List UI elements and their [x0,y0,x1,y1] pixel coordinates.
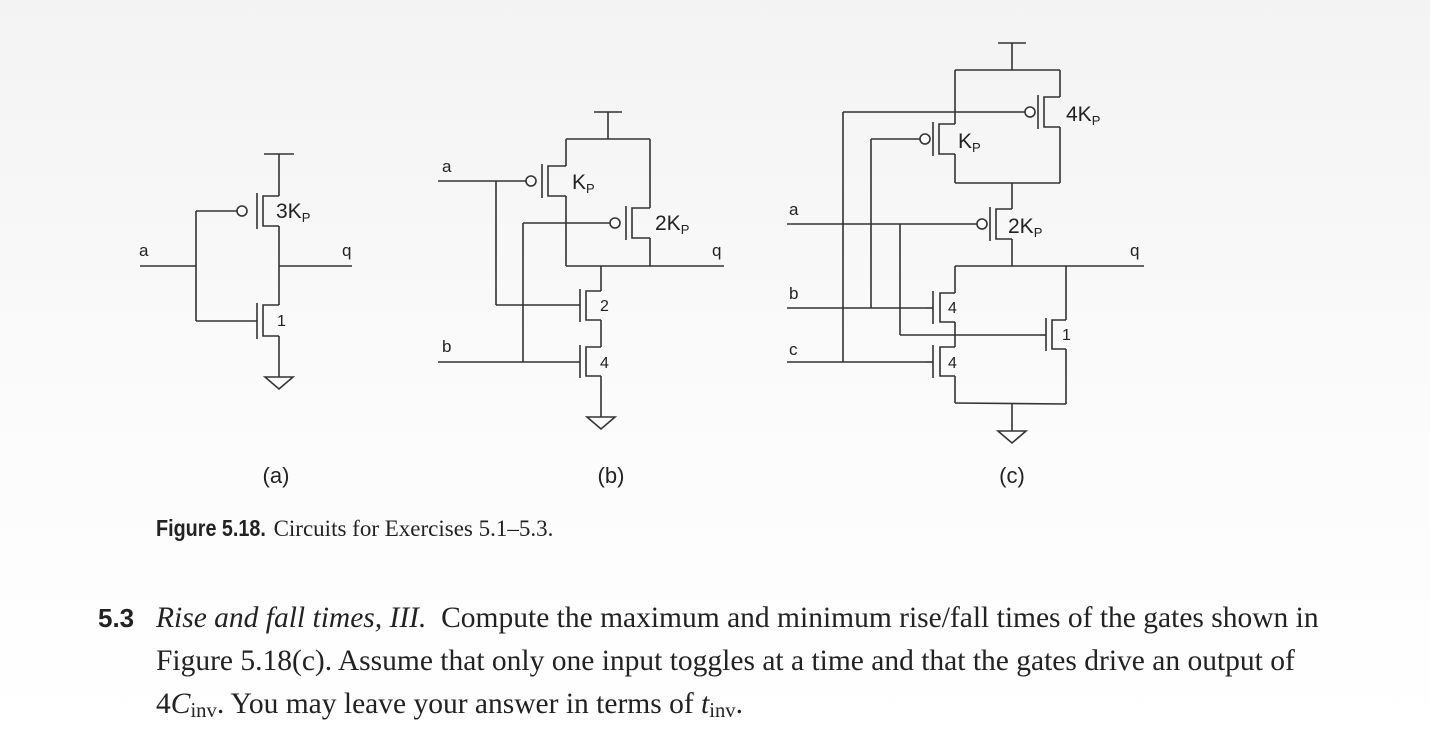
nmos-size-label: 1 [1062,327,1071,344]
figure-caption-text: Circuits for Exercises 5.1–5.3. [273,516,554,541]
panel-caption-b: (b) [598,463,625,488]
input-label-a: a [139,241,149,260]
panel-caption-c: (c) [999,463,1025,488]
exercise-5-3: 5.3 Rise and fall times, III. Compute th… [98,597,1328,726]
cap-subscript: inv [190,700,217,722]
exercise-title: Rise and fall times, III. [156,602,427,634]
circuit-c: 4KP KP 2KP q a b c [787,42,1144,445]
input-label-a: a [789,200,799,219]
pmos-size-label: 2KP [1008,215,1042,240]
pmos-size-label: 2KP [655,212,689,237]
exercise-text-3: . [735,688,743,720]
pmos-size-label: KP [958,130,981,155]
circuit-a: 3KP q a 1 [139,153,352,391]
input-label-b: b [789,284,798,303]
nmos-size-label: 4 [600,355,609,372]
nmos-size-label: 1 [277,313,286,330]
pmos-size-label: 3KP [276,200,310,225]
exercise-body: Rise and fall times, III. Compute the ma… [156,597,1328,726]
panel-caption-a: (a) [263,463,290,488]
exercise-number: 5.3 [98,603,135,633]
output-label: q [342,241,351,260]
figure-5-18-circuits: 3KP q a 1 KP 2KP [139,42,1144,488]
nmos-size-label: 4 [948,355,957,372]
input-label-b: b [442,337,451,356]
input-label-c: c [789,340,798,359]
cap-symbol: C [170,688,191,720]
output-label: q [1130,241,1139,260]
figure-caption-label: Figure 5.18. [156,515,266,541]
ground-symbol [262,376,296,391]
figure-caption: Figure 5.18. Circuits for Exercises 5.1–… [156,515,553,542]
ground-symbol [584,416,618,431]
nmos-size-label: 2 [600,298,609,315]
t-symbol: t [701,688,710,720]
pmos-size-label: KP [572,171,595,196]
pmos-size-label: 4KP [1066,103,1100,128]
ground-symbol [995,430,1029,445]
exercise-text-2: . You may leave your answer in terms of [216,688,702,720]
exercise-text-1: Compute the maximum and minimum rise/fal… [156,602,1319,720]
output-label: q [712,241,721,260]
nmos-size-label: 4 [948,300,957,317]
input-label-a: a [442,157,452,176]
t-subscript: inv [709,700,736,722]
circuit-b: KP 2KP q a b 2 4 [438,111,724,431]
